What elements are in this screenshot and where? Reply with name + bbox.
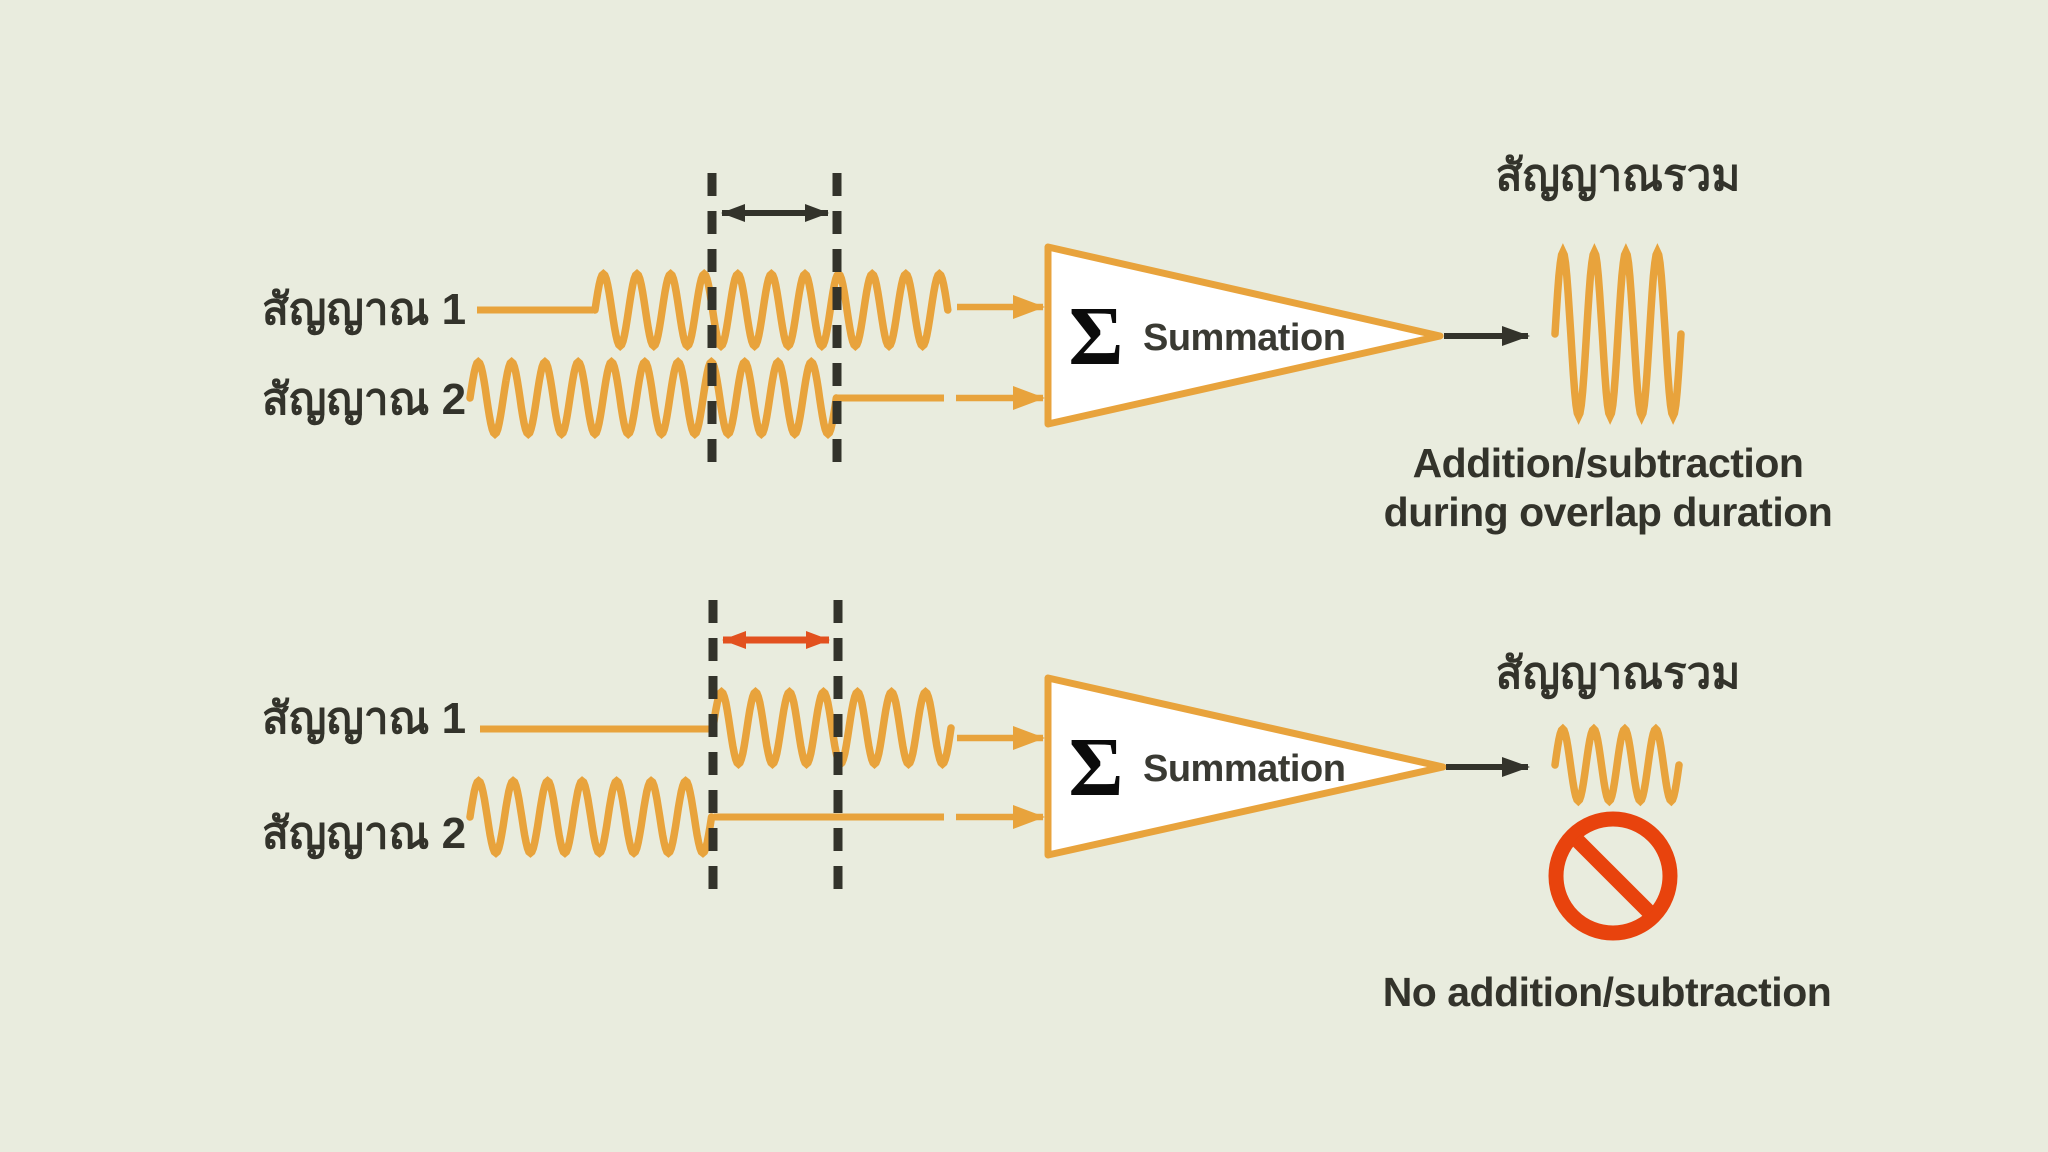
bottom-panel: สัญญาณ 1 สัญญาณ 2 Σ Summation สัญญาณรวม … xyxy=(262,600,1832,1015)
bottom-signal2-label: สัญญาณ 2 xyxy=(262,809,466,859)
no-sign-slash xyxy=(1570,833,1656,919)
bottom-output-waveform xyxy=(1551,723,1683,807)
top-panel: สัญญาณ 1 สัญญาณ 2 Σ Summation สัญญาณรวม … xyxy=(262,151,1833,535)
top-caption-line2: during overlap duration xyxy=(1384,489,1833,535)
bottom-signal2-waveform xyxy=(466,776,716,858)
top-signal2-label: สัญญาณ 2 xyxy=(262,375,466,425)
top-signal1-waveform xyxy=(591,269,952,351)
top-summation-label: Summation xyxy=(1143,317,1345,359)
bottom-output-label: สัญญาณรวม xyxy=(1496,649,1741,699)
no-sign-icon xyxy=(1548,811,1678,941)
top-sigma-symbol: Σ xyxy=(1069,290,1124,383)
bottom-signal1-label: สัญญาณ 1 xyxy=(262,694,466,744)
bottom-sigma-symbol: Σ xyxy=(1069,721,1124,814)
top-caption-line1: Addition/subtraction xyxy=(1413,440,1804,486)
top-signal2-waveform xyxy=(466,357,841,439)
no-sign-circle xyxy=(1548,811,1678,941)
bottom-signal1-waveform xyxy=(709,687,955,769)
bottom-summation-label: Summation xyxy=(1143,748,1345,790)
top-output-waveform xyxy=(1551,243,1685,425)
top-signal1-label: สัญญาณ 1 xyxy=(262,285,466,335)
top-output-label: สัญญาณรวม xyxy=(1496,151,1741,201)
top-summation-triangle xyxy=(1044,243,1444,428)
bottom-caption: No addition/subtraction xyxy=(1383,969,1832,1015)
bottom-summation-triangle xyxy=(1044,674,1447,859)
